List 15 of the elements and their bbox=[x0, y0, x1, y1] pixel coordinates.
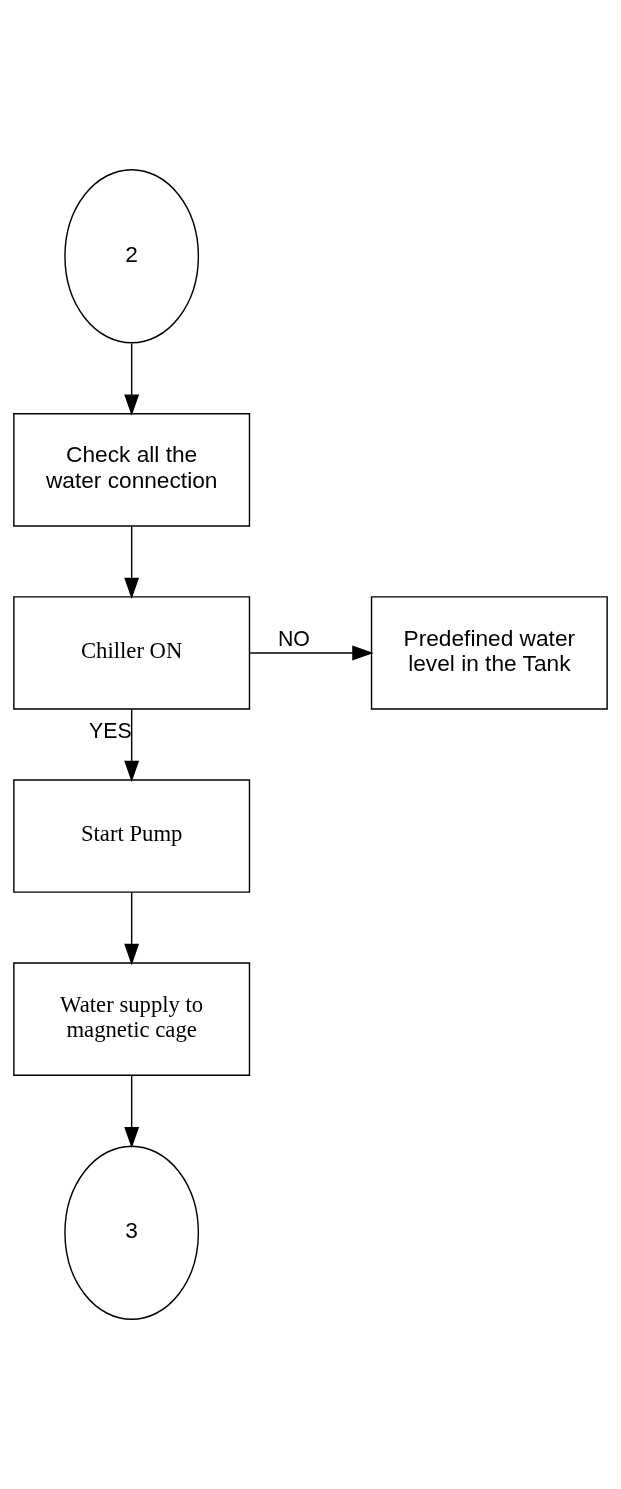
node-box: Water supply to magnetic cage bbox=[13, 962, 251, 1076]
edge-label: NO bbox=[277, 626, 310, 651]
arrow bbox=[249, 645, 374, 661]
node-box: Start Pump bbox=[13, 779, 251, 893]
node-box: Predefined water level in the Tank bbox=[370, 596, 608, 710]
arrow bbox=[124, 525, 140, 599]
node-box: Check all the water connection bbox=[13, 413, 251, 527]
node-ellipse: 3 bbox=[64, 1145, 200, 1321]
node-box: Chiller ON bbox=[13, 596, 251, 710]
arrow bbox=[124, 891, 140, 966]
arrow bbox=[124, 342, 140, 416]
arrow bbox=[124, 1074, 140, 1149]
edge-label: YES bbox=[89, 718, 132, 743]
arrow bbox=[124, 708, 140, 783]
node-ellipse: 2 bbox=[64, 168, 200, 344]
